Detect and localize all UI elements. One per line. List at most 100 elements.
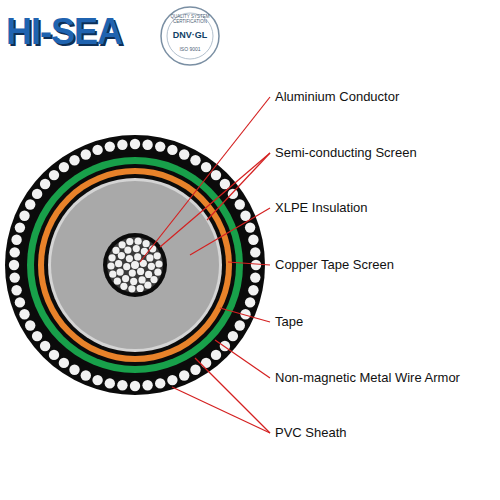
leader-line (207, 153, 270, 220)
armor-wire (19, 211, 29, 221)
armor-wire (201, 358, 211, 368)
armor-wire (49, 350, 59, 360)
part-label: Semi-conducting Screen (275, 146, 417, 160)
copper-tape-screen (38, 168, 232, 362)
inner-semi-screen (103, 233, 167, 297)
conductor-wire (146, 254, 153, 261)
armor-wire (250, 247, 260, 257)
armor-wire (248, 235, 258, 245)
conductor-wire (117, 269, 124, 276)
part-label: XLPE Insulation (275, 201, 368, 215)
leader-line (195, 358, 270, 433)
badge-text: ISO 9001 (166, 47, 214, 53)
conductor-wire (155, 260, 162, 267)
leader-line (140, 97, 270, 262)
armor-wire (235, 199, 245, 209)
armor-wire (220, 179, 230, 189)
armor-wire (105, 141, 115, 151)
armor-wire (167, 145, 177, 155)
armor-wire (10, 247, 20, 257)
insulation-edge (48, 178, 222, 352)
conductor-wire (122, 275, 129, 282)
leader-lines (140, 97, 270, 433)
badge-ring (161, 7, 219, 65)
armor-wire (179, 149, 189, 159)
badge-text: DNV·GL (166, 31, 214, 41)
part-label: PVC Sheath (275, 426, 347, 440)
badge-inner-ring (167, 13, 213, 59)
leader-line (172, 387, 270, 433)
armor-wire (130, 381, 140, 391)
armor-wire (142, 140, 152, 150)
leader-line (228, 262, 270, 265)
armor-wire (15, 222, 25, 232)
armor-wire (179, 370, 189, 380)
armor-wire (69, 155, 79, 165)
leader-line (160, 153, 270, 247)
pvc-sheath-inner (23, 153, 247, 377)
armor-wire (211, 170, 221, 180)
conductor-wire (154, 252, 161, 259)
conductor-wire (139, 276, 146, 283)
conductor-wire (133, 245, 140, 252)
armor-wire (245, 222, 255, 232)
armor-wire (81, 149, 91, 159)
conductor-wire (135, 238, 142, 245)
conductor-wire (137, 285, 144, 292)
armor-wire (142, 380, 152, 390)
conductor-wire (126, 238, 133, 245)
armor-wire (25, 320, 35, 330)
conductor-wire (109, 254, 116, 261)
armor-wire (155, 141, 165, 151)
brand-logo: HI-SEA (6, 12, 122, 52)
conductor-wire (123, 263, 130, 270)
armor-wire (248, 285, 258, 295)
armor-wire (201, 162, 211, 172)
conductor-wire (126, 255, 133, 262)
conductor-wire (112, 247, 119, 254)
pvc-sheath-outer (5, 135, 265, 395)
armor-wire (250, 272, 260, 282)
leader-line (220, 308, 270, 322)
armor-wire (117, 140, 127, 150)
conductor (107, 237, 163, 293)
armor-wire (40, 179, 50, 189)
armor-wire (228, 331, 238, 341)
armor-wire (19, 309, 29, 319)
conductor-wire (145, 271, 152, 278)
leader-line (190, 208, 270, 255)
conductor-wire (128, 285, 135, 292)
part-label: Non-magnetic Metal Wire Armor (275, 371, 460, 385)
armor-wire (167, 375, 177, 385)
conductor-wire (130, 278, 137, 285)
armor-wire (228, 189, 238, 199)
armor-wire (211, 350, 221, 360)
armor-wire (117, 380, 127, 390)
conductor-wire (107, 262, 114, 269)
outer-semi-screen (44, 174, 226, 356)
armor-wire (11, 235, 21, 245)
armor-wire (11, 285, 21, 295)
armor-wire (240, 211, 250, 221)
armor-wire (105, 378, 115, 388)
green-band (27, 157, 243, 373)
armor-wire (9, 260, 19, 270)
armor-wire (190, 365, 200, 375)
part-label: Tape (275, 315, 303, 329)
conductor-wire (134, 253, 141, 260)
armor-wire (155, 378, 165, 388)
tape-layer (34, 164, 236, 366)
armor-wire (15, 297, 25, 307)
conductor-wire (150, 276, 157, 283)
conductor-wire (144, 282, 151, 289)
leader-line (215, 340, 270, 378)
armor-wire (251, 260, 261, 270)
badge-text: QUALITY SYSTEM CERTIFICATION (166, 15, 214, 25)
armor-wire (81, 370, 91, 380)
armor-wire (245, 297, 255, 307)
armor-wire (10, 272, 20, 282)
conductor-wire (118, 252, 125, 259)
armor-wire (49, 170, 59, 180)
